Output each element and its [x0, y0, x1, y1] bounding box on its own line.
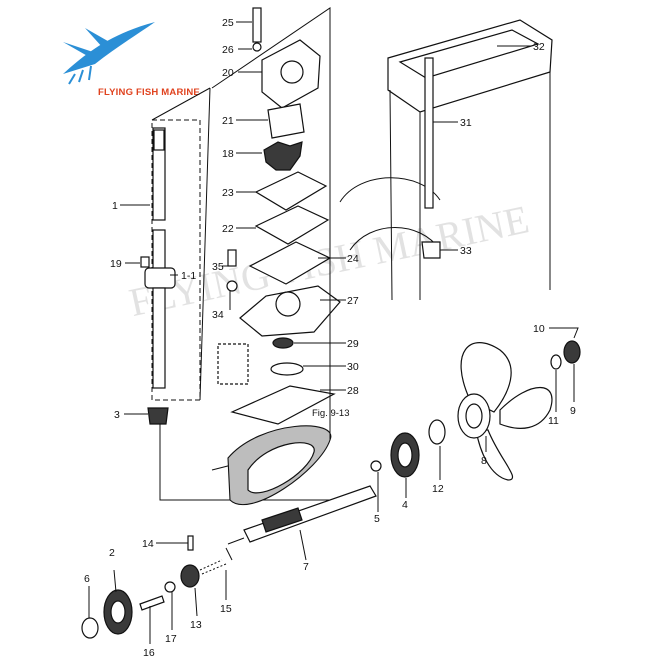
- label-part-31: 31: [460, 117, 472, 129]
- label-part-12: 12: [432, 483, 444, 495]
- oil-seal-29: [272, 337, 294, 349]
- propeller-shaft: [225, 485, 377, 561]
- label-part-24: 24: [347, 253, 359, 265]
- label-part-4: 4: [402, 499, 408, 511]
- bracket-line: [159, 420, 330, 501]
- label-part-30: 30: [347, 361, 359, 373]
- washer-34: [226, 280, 238, 292]
- washer-11: [550, 354, 562, 370]
- label-part-18: 18: [222, 148, 234, 160]
- gasket-23: [254, 171, 328, 211]
- label-part-20: 20: [222, 67, 234, 79]
- label-part-26: 26: [222, 44, 234, 56]
- label-part-7: 7: [303, 561, 309, 573]
- washer-5: [370, 460, 382, 472]
- label-part-16: 16: [143, 647, 155, 659]
- label-part-3: 3: [114, 409, 120, 421]
- spring-15: [199, 559, 227, 575]
- label-part-19: 19: [110, 258, 122, 270]
- pin-19: [140, 256, 150, 268]
- label-part-34: 34: [212, 309, 224, 321]
- water-pump-stack: [226, 7, 341, 425]
- label-part-28: 28: [347, 385, 359, 397]
- label-part-14: 14: [142, 538, 154, 550]
- label-part-29: 29: [347, 338, 359, 350]
- label-part-6: 6: [84, 573, 90, 585]
- bolt-35: [227, 249, 237, 267]
- grommet-33: [421, 241, 441, 259]
- bearing-12: [428, 419, 446, 445]
- label-part-25: 25: [222, 17, 234, 29]
- spring-17: [164, 581, 176, 593]
- label-part-1: 1: [112, 200, 118, 212]
- label-part-11: 11: [548, 415, 559, 427]
- gasket-28: [230, 385, 336, 425]
- bolt-25: [252, 7, 262, 43]
- label-part-1-1: 1-1: [181, 270, 196, 282]
- label-part-21: 21: [222, 115, 234, 127]
- pin-14: [187, 535, 194, 551]
- label-part-32: 32: [533, 41, 545, 53]
- water-tube-31: [424, 57, 434, 209]
- shim-6: [81, 617, 99, 639]
- brand-name: FLYING FISH MARINE: [98, 87, 200, 98]
- label-part-10: 10: [533, 323, 545, 335]
- group-leader-lines: [151, 87, 211, 401]
- cotter-pin-10: [560, 327, 579, 339]
- dowel-box: [217, 343, 249, 385]
- shaft-16: [139, 595, 165, 611]
- plate-22: [254, 205, 330, 245]
- leader-7: [299, 529, 307, 561]
- label-part-8: 8: [481, 455, 487, 467]
- clutch-13: [180, 564, 200, 588]
- label-part-13: 13: [190, 619, 202, 631]
- leader-2: [113, 569, 117, 593]
- label-part-2: 2: [109, 547, 115, 559]
- o-ring-30: [270, 362, 304, 376]
- label-part-33: 33: [460, 245, 472, 257]
- gasket-24: [248, 241, 332, 285]
- label-part-15: 15: [220, 603, 232, 615]
- forward-gear-4: [390, 432, 420, 478]
- washer-26: [252, 42, 262, 52]
- label-part-22: 22: [222, 223, 234, 235]
- lower-case-inner: [247, 442, 315, 494]
- reverse-gear-assembly: [81, 535, 227, 639]
- label-part-17: 17: [165, 633, 177, 645]
- propeller-8: [457, 342, 553, 481]
- flying-fish-icon: [63, 22, 155, 85]
- drive-shaft: [144, 127, 176, 425]
- impeller-18: [263, 141, 303, 171]
- leader-13: [194, 587, 198, 617]
- label-part-35: 35: [212, 261, 224, 273]
- prop-nut-9: [563, 340, 581, 364]
- upper-casing: [339, 19, 553, 301]
- label-part-5: 5: [374, 513, 380, 525]
- insert-cartridge-21: [267, 103, 305, 139]
- figure-reference: Fig. 9-13: [312, 408, 350, 419]
- label-part-27: 27: [347, 295, 359, 307]
- label-part-23: 23: [222, 187, 234, 199]
- label-part-9: 9: [570, 405, 576, 417]
